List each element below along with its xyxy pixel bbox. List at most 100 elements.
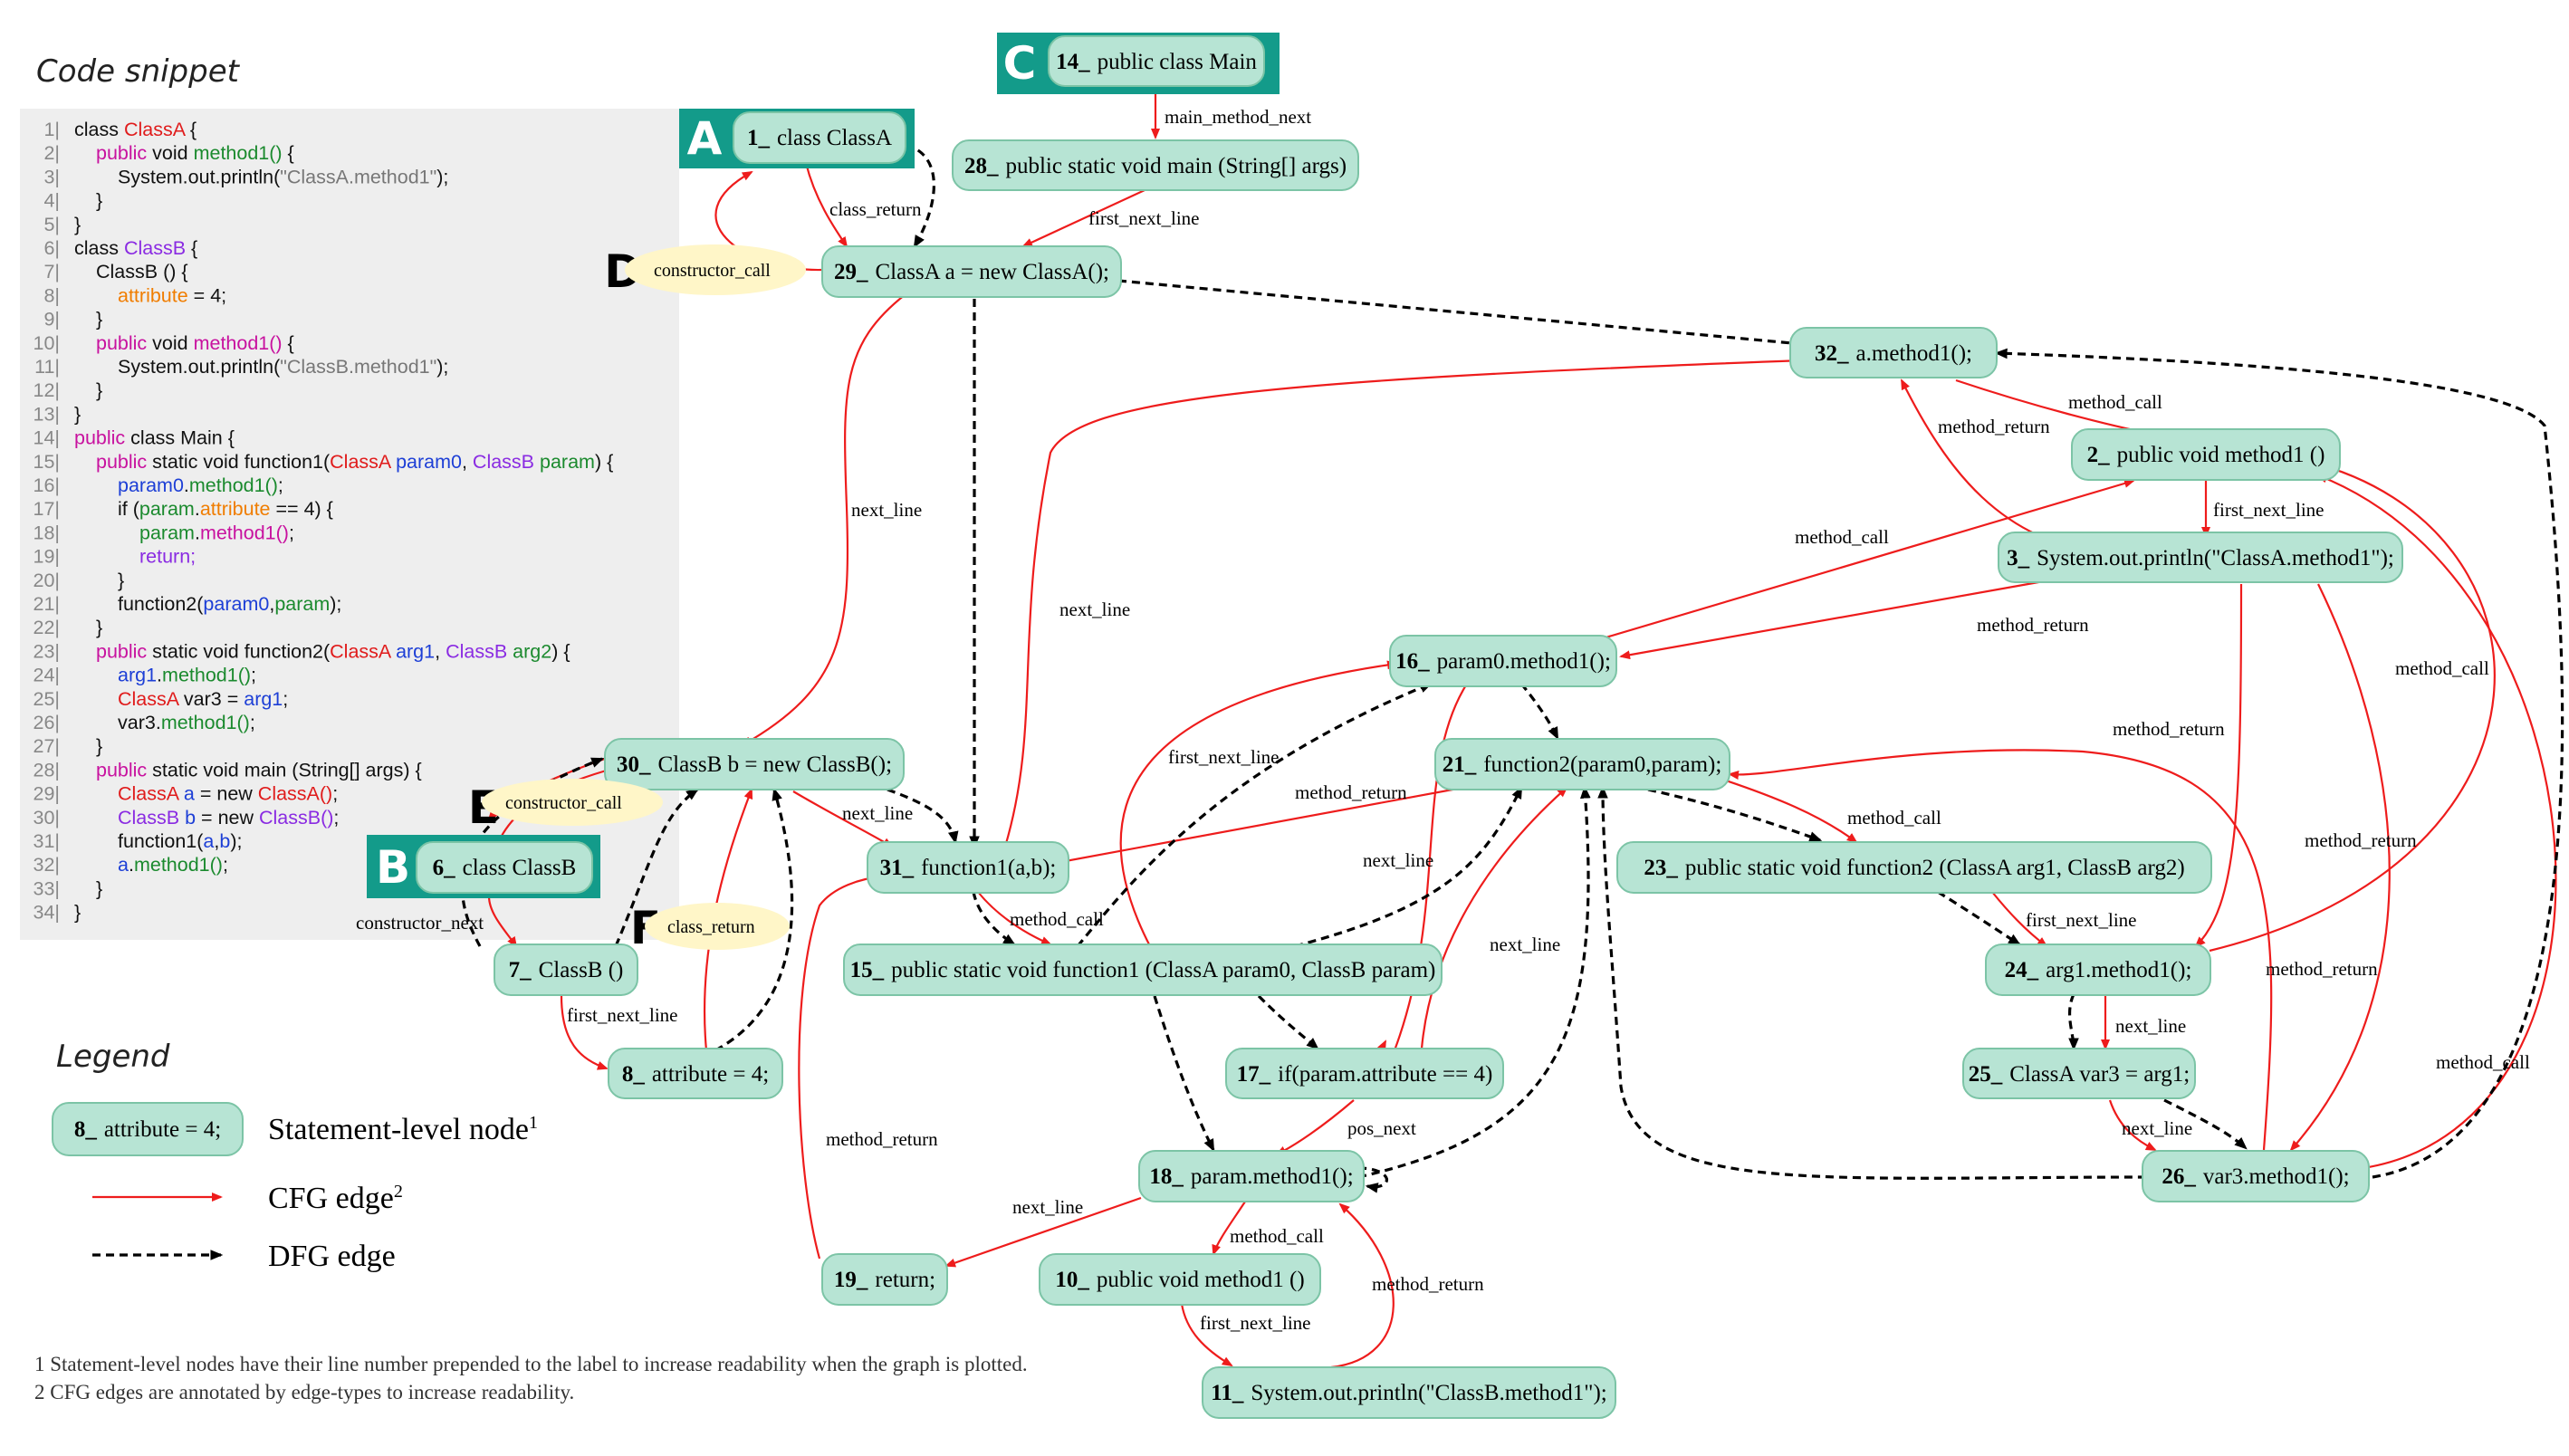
dfg-edge-26-21 [1597, 785, 2147, 1180]
code-lines: 1| class ClassA { 2| public void method1() … [34, 119, 614, 924]
edge-labels: main_method_next first_next_line class_r… [356, 106, 2530, 1334]
node-15[interactable]: 15_public static void function1 (ClassA … [843, 944, 1443, 996]
node-14[interactable]: 14_public class Main [1048, 35, 1265, 87]
code-line: var3.method1(); [118, 712, 255, 733]
node-11[interactable]: 11_System.out.println("ClassB.method1"); [1202, 1366, 1616, 1419]
cfg-edge-23-24 [1991, 891, 2048, 948]
cfg-edge-10-11 [1180, 1303, 1233, 1367]
edge-label-first-next-line: first_next_line [567, 1004, 677, 1026]
svg-text:25_ClassA var3 = arg1;: 25_ClassA var3 = arg1; [1969, 1062, 2190, 1087]
edge-label-first-next-line: first_next_line [1200, 1312, 1310, 1334]
edge-label-main-method-next: main_method_next [1165, 106, 1311, 128]
code-line-number: 8| [43, 284, 60, 306]
cfg-edge-3-16 [1619, 578, 2055, 660]
edge-label-next-line: next_line [1490, 934, 1560, 955]
code-snippet-panel: Code snippet 1| class ClassA { 2| public vo… [20, 53, 679, 940]
node-8[interactable]: 8_attribute = 4; [608, 1048, 783, 1099]
marker-b: B [376, 841, 410, 894]
svg-text:11_System.out.println("ClassB.: 11_System.out.println("ClassB.method1"); [1211, 1381, 1606, 1405]
edge-label-next-line: next_line [842, 802, 913, 824]
marker-a: A [687, 112, 723, 165]
cfg-edge-31-32 [1003, 356, 1804, 848]
node-2[interactable]: 2_public void method1 () [2071, 428, 2341, 481]
code-line: System.out.println("ClassA.method1"); [118, 166, 448, 187]
svg-text:6_class ClassB: 6_class ClassB [433, 856, 577, 880]
dfg-edge-15-17 [1257, 994, 1319, 1050]
highlight-f-bg [645, 903, 790, 950]
cfg-edge-21-23 [1720, 777, 1858, 844]
edge-label-first-next-line: first_next_line [2026, 909, 2136, 931]
svg-text:8_attribute = 4;: 8_attribute = 4; [74, 1117, 221, 1142]
node-6[interactable]: 6_class ClassB [416, 841, 593, 894]
node-29[interactable]: 29_ClassA a = new ClassA(); [821, 245, 1122, 298]
node-18[interactable]: 18_param.method1(); [1138, 1150, 1365, 1202]
node-21[interactable]: 21_function2(param0,param); [1434, 738, 1730, 790]
code-line: } [96, 309, 102, 330]
edge-label-next-line: next_line [2115, 1015, 2186, 1037]
node-3[interactable]: 3_System.out.println("ClassA.method1"); [1998, 532, 2403, 583]
svg-text:21_function2(param0,param);: 21_function2(param0,param); [1443, 752, 1722, 777]
edge-label-method-return: method_return [1938, 416, 2050, 437]
node-7[interactable]: 7_ClassB () [494, 944, 638, 996]
node-19[interactable]: 19_return; [821, 1253, 948, 1306]
code-line: System.out.println("ClassB.method1"); [118, 356, 448, 378]
node-32[interactable]: 32_a.method1(); [1789, 327, 1998, 378]
code-snippet-title: Code snippet [36, 53, 241, 90]
edge-label-next-line: next_line [1059, 599, 1130, 620]
edge-label-first-next-line: first_next_line [1088, 207, 1199, 229]
code-line-number: 32| [34, 854, 61, 876]
code-line-number: 30| [34, 807, 61, 829]
code-line: class ClassB { [74, 237, 197, 259]
code-line-number: 12| [34, 379, 61, 401]
node-25[interactable]: 25_ClassA var3 = arg1; [1962, 1048, 2196, 1099]
code-line-number: 1| [43, 119, 60, 140]
edge-label-method-return: method_return [1295, 781, 1407, 803]
edge-label-first-next-line: first_next_line [1168, 746, 1279, 768]
cfg-edge-28-29 [1021, 185, 1155, 247]
cfg-edge-25-26 [2108, 1099, 2157, 1151]
cfg-edge-15-16 [1119, 660, 1398, 947]
cfg-edge-3-24 [2194, 583, 2243, 948]
svg-text:23_public static void function: 23_public static void function2 (ClassA … [1644, 856, 2184, 880]
code-line: } [74, 403, 81, 425]
node-10[interactable]: 10_public void method1 () [1039, 1253, 1321, 1306]
node-17[interactable]: 17_if(param.attribute == 4) [1225, 1048, 1504, 1099]
node-30[interactable]: 30_ClassB b = new ClassB(); [604, 738, 905, 790]
code-line-number: 7| [43, 261, 60, 283]
code-line-number: 18| [34, 522, 61, 543]
code-line-number: 20| [34, 570, 61, 591]
cfg-edge-19-31 [798, 872, 885, 1260]
code-line-number: 6| [43, 237, 60, 259]
node-31[interactable]: 31_function1(a,b); [867, 841, 1069, 894]
marker-node-overlays: 1_class ClassA 6_class ClassB 14_public … [416, 35, 1265, 894]
svg-text:2_public void method1 (): 2_public void method1 () [2087, 443, 2325, 467]
code-line-number: 19| [34, 546, 61, 568]
node-26[interactable]: 26_var3.method1(); [2142, 1150, 2370, 1202]
node-16[interactable]: 16_param0.method1(); [1389, 635, 1617, 687]
node-23[interactable]: 23_public static void function2 (ClassA … [1616, 841, 2212, 894]
code-line-number: 26| [34, 712, 61, 733]
edge-label-method-return: method_return [2266, 958, 2378, 980]
dfg-edge-25-26 [2163, 1098, 2248, 1150]
code-line-number: 2| [43, 142, 60, 164]
dfg-edges [461, 143, 2564, 1193]
svg-text:30_ClassB b = new ClassB();: 30_ClassB b = new ClassB(); [617, 752, 892, 777]
edge-label-class-return: class_return [829, 198, 922, 220]
code-line: public void method1() { [96, 142, 294, 164]
code-line: } [96, 735, 102, 757]
cfg-edge-17-21 [1420, 786, 1568, 1049]
node-24[interactable]: 24_arg1.method1(); [1985, 944, 2211, 996]
code-line: class ClassA { [74, 119, 197, 140]
svg-text:29_ClassA a = new ClassA();: 29_ClassA a = new ClassA(); [834, 260, 1109, 284]
edge-label-method-call: method_call [2395, 657, 2489, 679]
highlight-constructor-call-e: constructor_call [505, 793, 622, 813]
code-line: public static void main (String[] args) … [96, 759, 422, 781]
code-line-number: 29| [34, 783, 61, 805]
cfg-edge-18-19 [944, 1196, 1142, 1268]
code-line-number: 3| [43, 166, 60, 187]
node-28[interactable]: 28_public static void main (String[] arg… [952, 139, 1359, 191]
edge-label-method-return: method_return [826, 1128, 938, 1150]
node-1[interactable]: 1_class ClassA [733, 111, 906, 164]
code-line: return; [139, 546, 196, 568]
legend: Legend 8_attribute = 4; Statement-level … [52, 1039, 538, 1273]
